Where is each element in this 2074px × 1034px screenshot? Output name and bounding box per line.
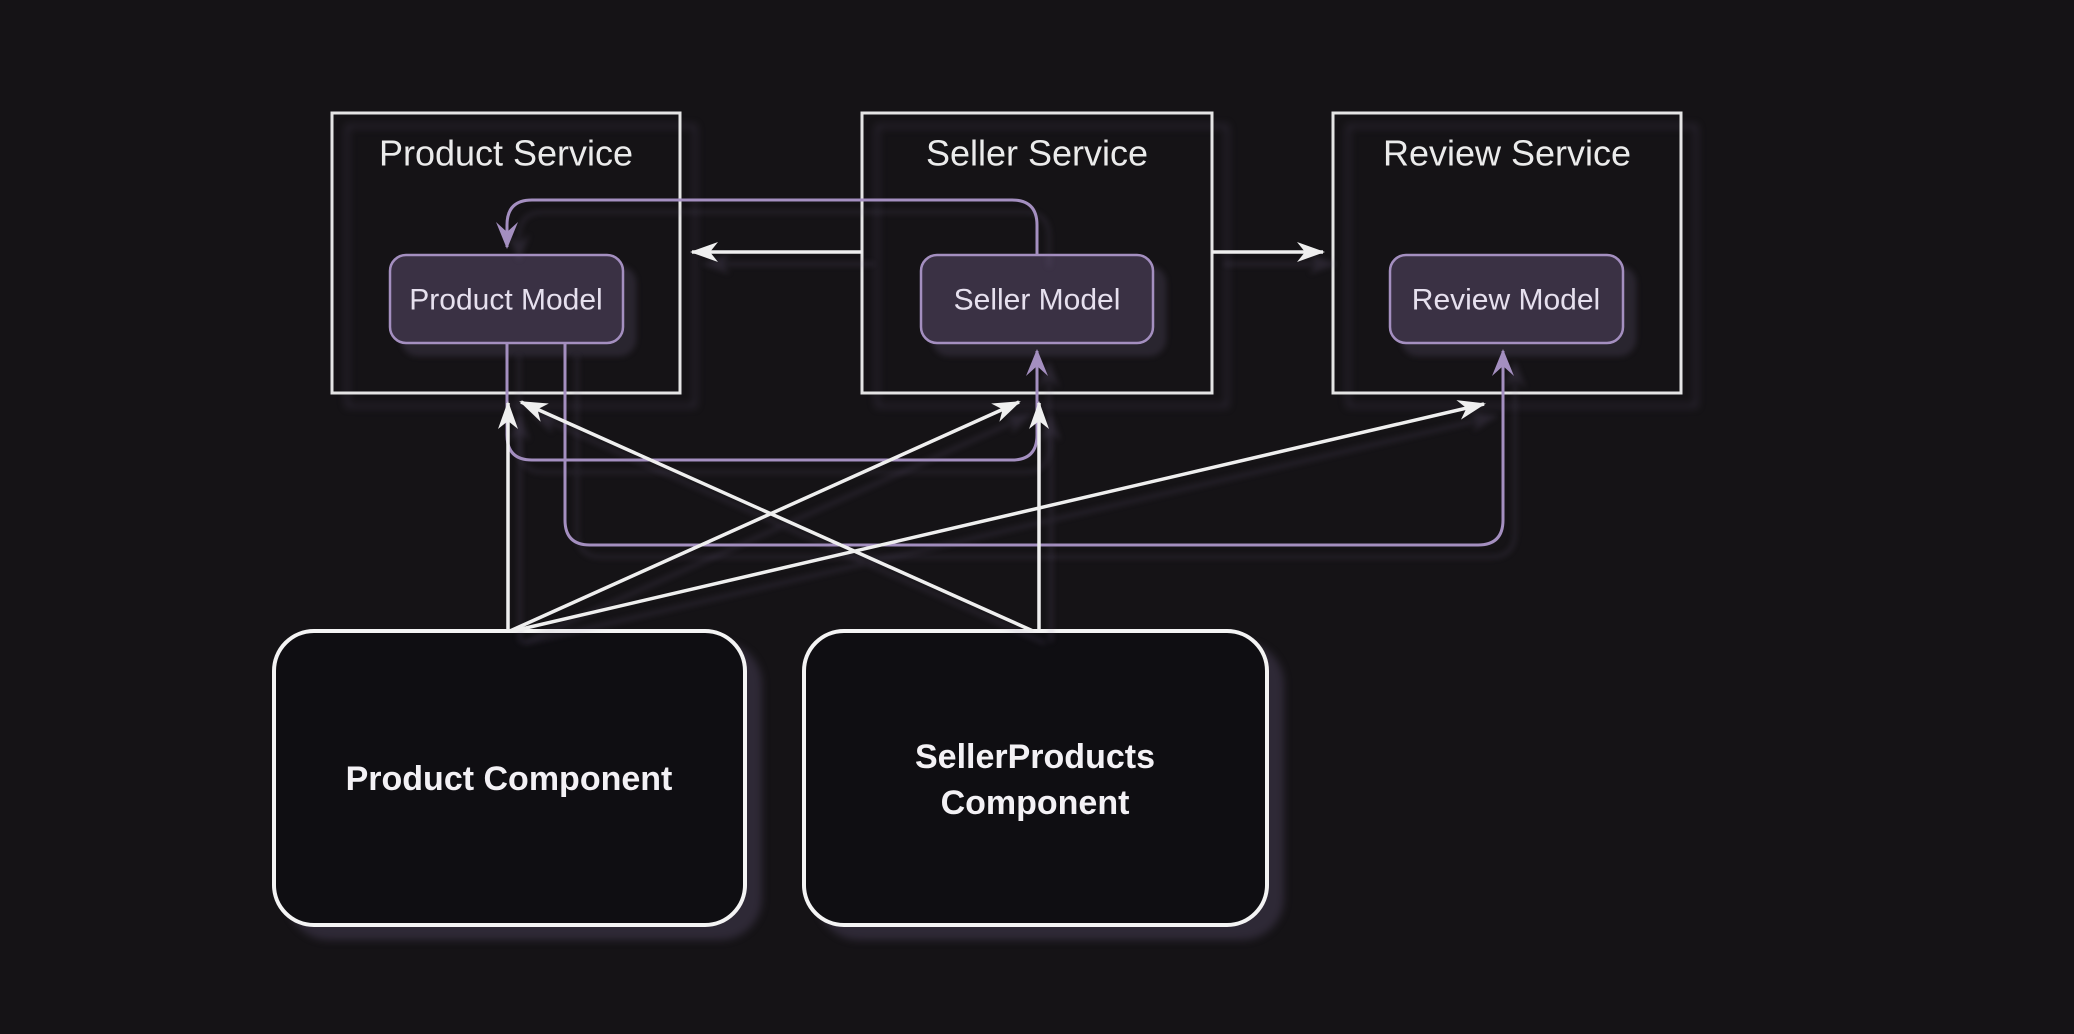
product-model-label: Product Model bbox=[409, 284, 602, 317]
edge-sellerproducts-component-to-product-service bbox=[519, 400, 1034, 633]
edge-product-model-to-review-model bbox=[563, 344, 1514, 547]
edge-product-model-to-seller-model bbox=[505, 344, 1048, 462]
review-model-label: Review Model bbox=[1412, 284, 1600, 317]
review-service-box bbox=[1331, 111, 1683, 395]
sellerproducts-component-box bbox=[802, 629, 1269, 927]
edge-product-component-to-seller-service bbox=[509, 400, 1021, 633]
seller-model-label: Seller Model bbox=[954, 284, 1121, 317]
edge-seller-model-to-product-model bbox=[496, 198, 1039, 255]
review-service-title: Review Service bbox=[1383, 133, 1631, 174]
sellerproducts-component-label-line1: SellerProducts bbox=[915, 738, 1155, 776]
sellerproducts-component-label-line2: Component bbox=[941, 784, 1130, 822]
product-component-label: Product Component bbox=[346, 760, 673, 798]
product-component-box bbox=[272, 629, 747, 927]
edge-product-component-to-review-service bbox=[512, 400, 1486, 633]
product-service-title: Product Service bbox=[379, 133, 633, 174]
review-model-box bbox=[1388, 253, 1625, 345]
product-model-box bbox=[388, 253, 625, 345]
seller-service-title: Seller Service bbox=[926, 133, 1148, 174]
